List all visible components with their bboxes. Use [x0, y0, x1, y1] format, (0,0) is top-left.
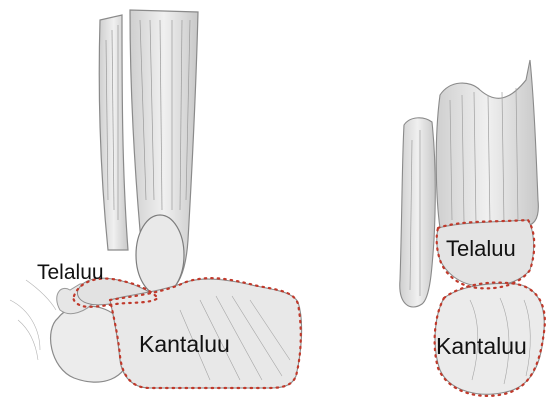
right-fibula — [400, 118, 436, 307]
left-malleolus — [136, 215, 184, 295]
right-talus-label: Telaluu — [446, 238, 516, 260]
left-talus-label: Telaluu — [37, 262, 104, 283]
left-calcaneus-label: Kantaluu — [139, 333, 230, 356]
left-forefoot-sketch — [10, 280, 56, 360]
left-fibula — [99, 15, 128, 250]
right-calcaneus-label: Kantaluu — [436, 335, 527, 358]
